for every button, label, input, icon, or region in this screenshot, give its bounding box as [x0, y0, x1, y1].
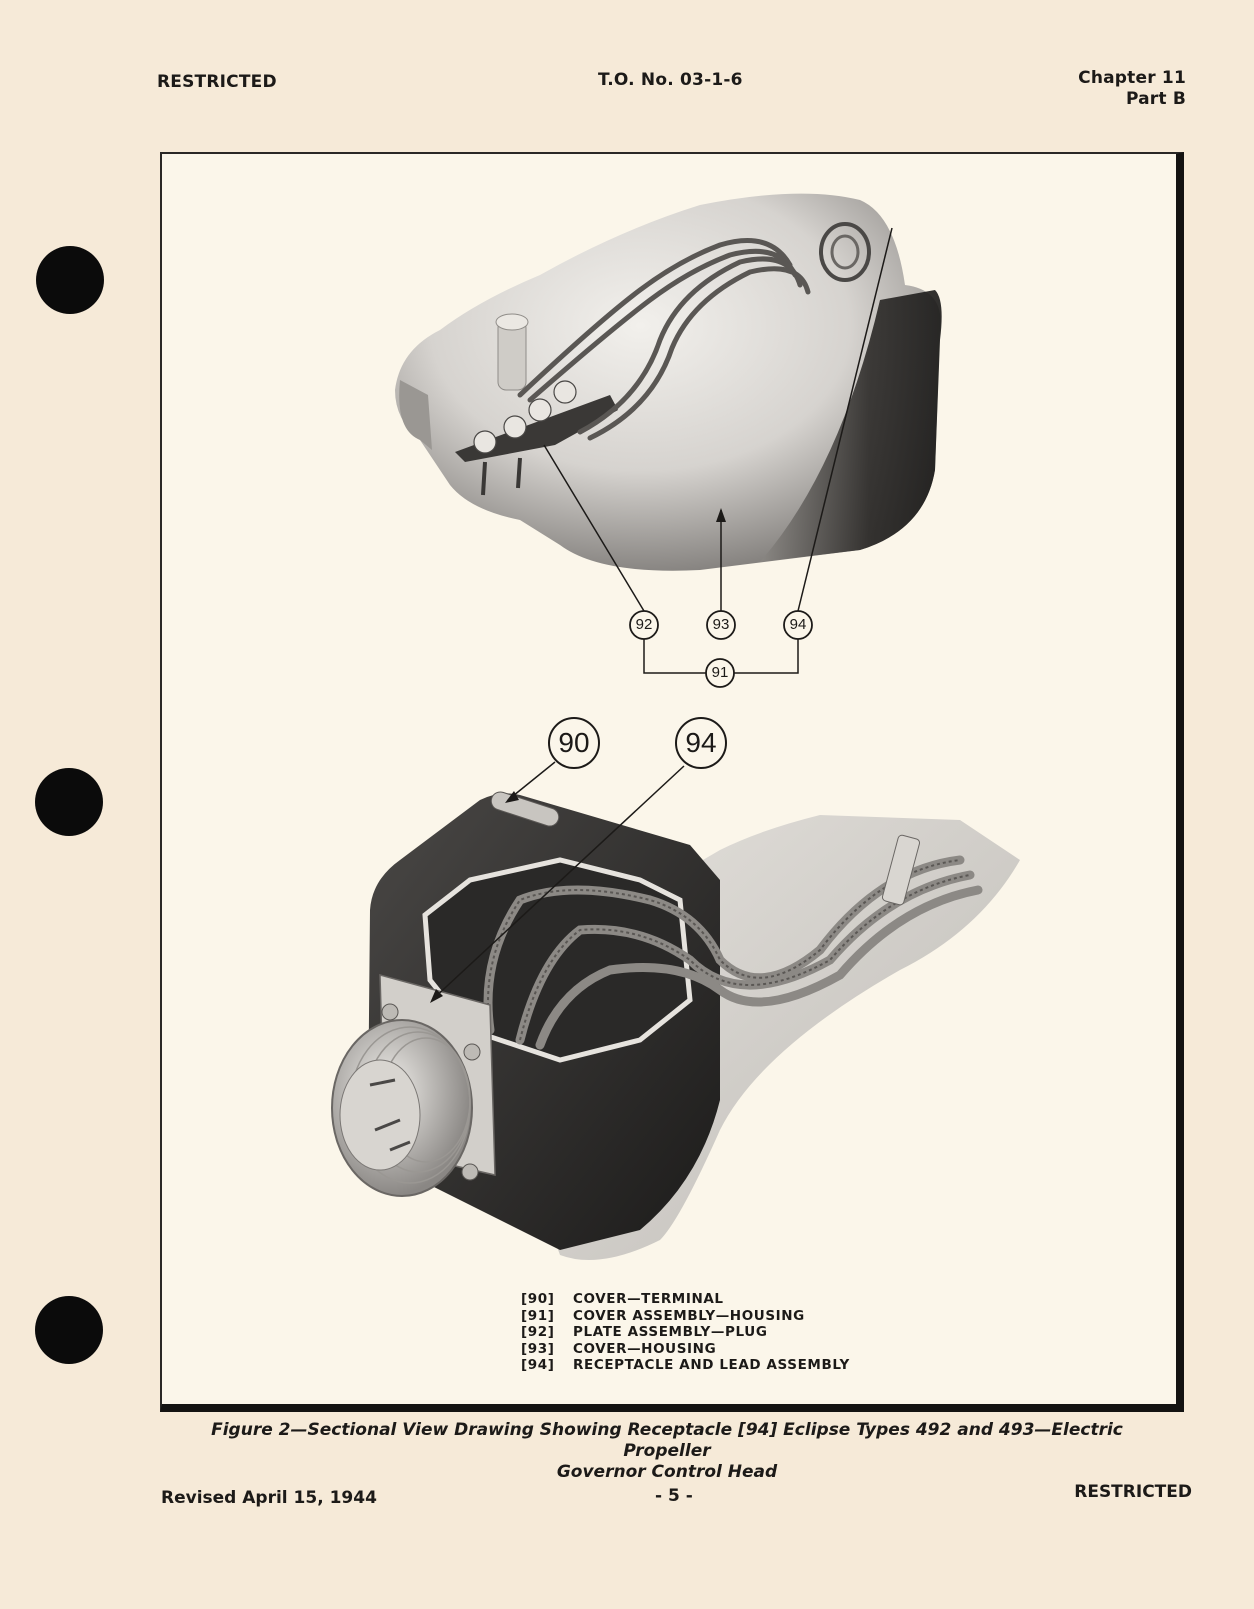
footer-revision-date: Revised April 15, 1944	[161, 1488, 377, 1508]
legend-number: [90]	[521, 1291, 555, 1307]
binder-hole-middle	[35, 768, 103, 836]
callout-93: 93	[712, 616, 730, 633]
legend-row: [94] RECEPTACLE AND LEAD ASSEMBLY	[521, 1357, 850, 1374]
lower-terminal-drawing	[331, 791, 1020, 1260]
legend-row: [90] COVER—TERMINAL	[521, 1291, 850, 1308]
legend-text: COVER—HOUSING	[573, 1340, 717, 1357]
callout-92: 92	[635, 616, 653, 633]
binder-hole-bottom	[35, 1296, 103, 1364]
header-classification: RESTRICTED	[157, 72, 277, 92]
binder-hole-top	[36, 246, 104, 314]
upper-leader-lines	[543, 227, 893, 674]
callout-94-upper: 94	[789, 616, 807, 633]
footer-page-number: - 5 -	[655, 1486, 693, 1506]
legend-text: COVER—TERMINAL	[573, 1291, 724, 1307]
callout-94-lower: 94	[685, 727, 717, 758]
footer-classification: RESTRICTED	[1074, 1482, 1192, 1502]
caption-line-2: Governor Control Head	[556, 1462, 778, 1482]
header-chapter: Chapter 11	[1078, 68, 1186, 88]
legend-text: RECEPTACLE AND LEAD ASSEMBLY	[573, 1357, 850, 1374]
caption-line-1: Figure 2—Sectional View Drawing Showing …	[211, 1420, 1123, 1461]
legend-text: COVER ASSEMBLY—HOUSING	[573, 1307, 805, 1324]
upper-callouts	[629, 610, 813, 688]
callout-90: 90	[558, 727, 590, 758]
lower-callouts	[548, 717, 727, 769]
legend-row: [91] COVER ASSEMBLY—HOUSING	[521, 1308, 850, 1325]
legend-number: [92]	[521, 1324, 555, 1341]
parts-legend: [90] COVER—TERMINAL [91] COVER ASSEMBLY—…	[521, 1291, 850, 1374]
upper-housing-drawing	[395, 193, 942, 571]
legend-number: [94]	[521, 1357, 555, 1374]
legend-row: [93] COVER—HOUSING	[521, 1341, 850, 1358]
lower-leader-lines	[431, 761, 685, 1001]
header-part: Part B	[1125, 89, 1186, 109]
header-to-number: T.O. No. 03-1-6	[598, 70, 743, 90]
callout-91: 91	[711, 664, 729, 681]
legend-row: [92] PLATE ASSEMBLY—PLUG	[521, 1324, 850, 1341]
figure-caption: Figure 2—Sectional View Drawing Showing …	[170, 1420, 1164, 1483]
legend-number: [91]	[521, 1307, 555, 1324]
legend-number: [93]	[521, 1340, 555, 1357]
legend-text: PLATE ASSEMBLY—PLUG	[573, 1324, 768, 1341]
